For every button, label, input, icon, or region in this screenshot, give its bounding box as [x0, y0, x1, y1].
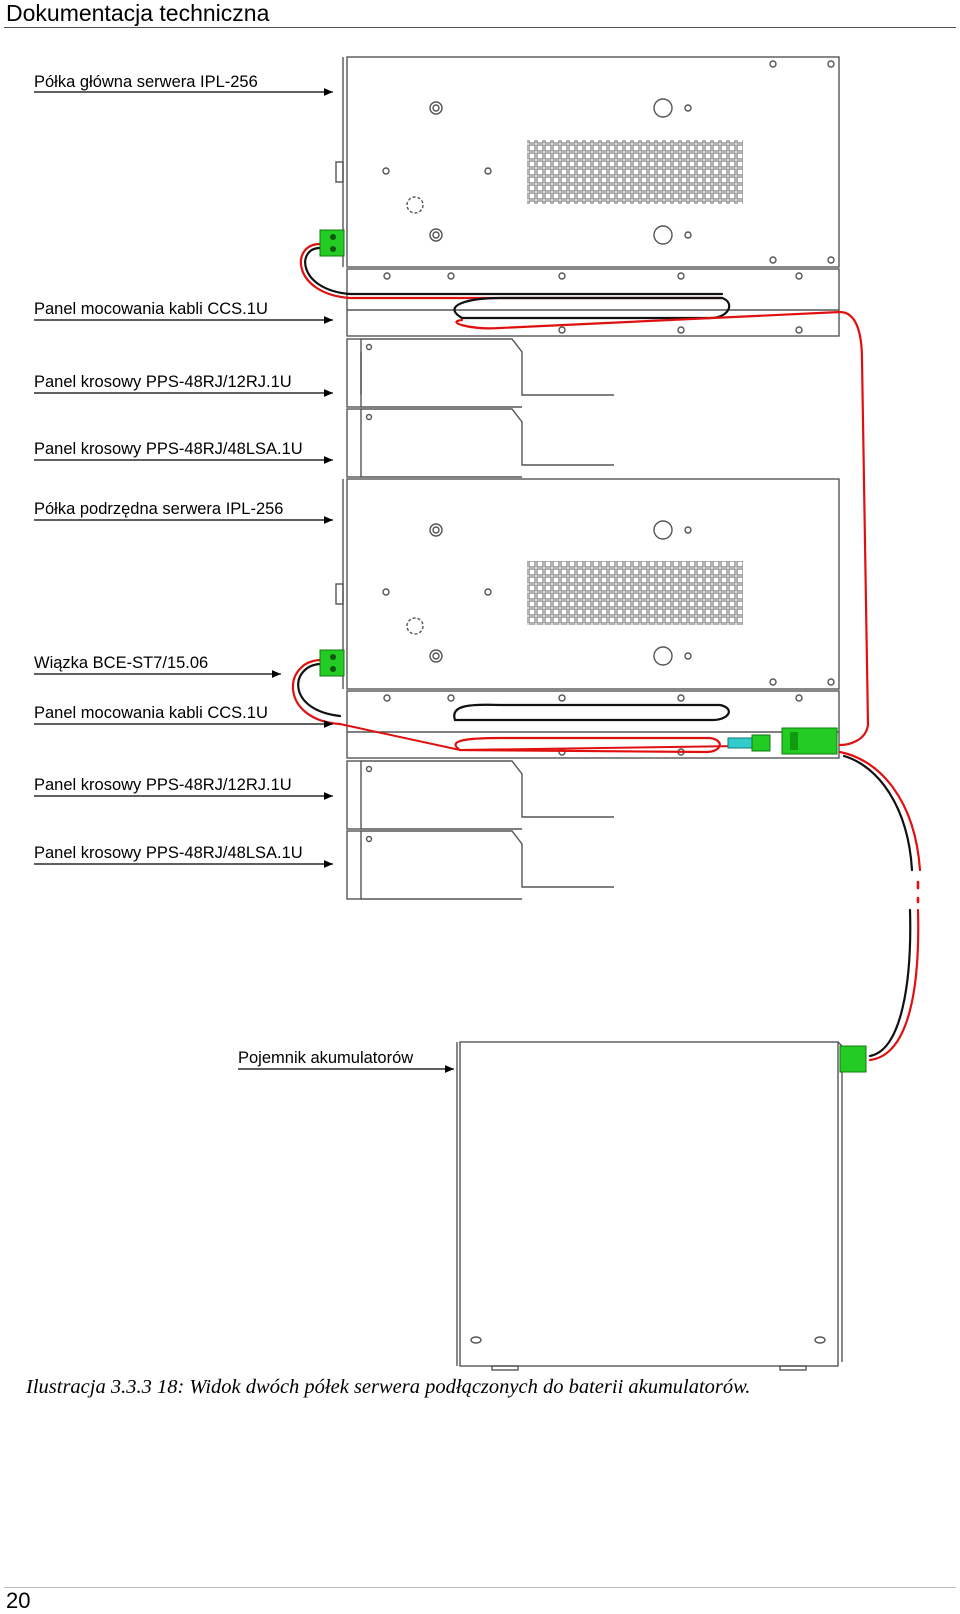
main-server-shelf [335, 56, 840, 268]
svg-text:Wiązka BCE-ST7/15.06: Wiązka BCE-ST7/15.06 [34, 654, 208, 672]
svg-text:Półka podrzędna serwera IPL-25: Półka podrzędna serwera IPL-256 [34, 500, 283, 518]
cable-mount-panel-1 [346, 268, 840, 337]
footer-rule [4, 1587, 956, 1588]
connector-inline-cyan [727, 734, 771, 752]
svg-text:Panel krosowy PPS-48RJ/12RJ.1U: Panel krosowy PPS-48RJ/12RJ.1U [34, 776, 292, 794]
svg-text:Pojemnik akumulatorów: Pojemnik akumulatorów [238, 1049, 413, 1067]
label-patch-12rj-2: Panel krosowy PPS-48RJ/12RJ.1U [34, 776, 333, 800]
svg-text:Panel krosowy PPS-48RJ/48LSA.1: Panel krosowy PPS-48RJ/48LSA.1U [34, 844, 303, 862]
connector-battery-green [839, 1045, 867, 1073]
connector-main-green [781, 727, 838, 755]
figure-caption: Ilustracja 3.3.3 18: Widok dwóch półek s… [26, 1376, 751, 1398]
connector-top-green [319, 229, 345, 257]
battery-container [456, 1041, 843, 1371]
sub-server-shelf [335, 478, 840, 690]
svg-text:Panel krosowy PPS-48RJ/48LSA.1: Panel krosowy PPS-48RJ/48LSA.1U [34, 440, 303, 458]
connector-sub-green [319, 649, 345, 677]
patch-panel-48lsa-1 [346, 408, 614, 478]
page-header-title: Dokumentacja techniczna [6, 0, 270, 26]
label-cable-panel-2: Panel mocowania kabli CCS.1U [34, 704, 333, 728]
label-patch-12rj-1: Panel krosowy PPS-48RJ/12RJ.1U [34, 373, 333, 397]
patch-panel-12rj-1 [346, 338, 614, 408]
page-number: 20 [6, 1588, 31, 1613]
svg-text:Panel mocowania kabli CCS.1U: Panel mocowania kabli CCS.1U [34, 300, 268, 318]
svg-text:Panel mocowania kabli CCS.1U: Panel mocowania kabli CCS.1U [34, 704, 268, 722]
patch-panel-12rj-2 [346, 760, 614, 830]
header-rule [4, 27, 956, 28]
label-patch-48lsa-2: Panel krosowy PPS-48RJ/48LSA.1U [34, 844, 333, 868]
label-battery: Pojemnik akumulatorów [238, 1049, 454, 1073]
patch-panel-48lsa-2 [346, 830, 614, 900]
label-harness: Wiązka BCE-ST7/15.06 [34, 654, 281, 678]
label-cable-panel-1: Panel mocowania kabli CCS.1U [34, 300, 333, 324]
svg-text:Panel krosowy PPS-48RJ/12RJ.1U: Panel krosowy PPS-48RJ/12RJ.1U [34, 373, 292, 391]
svg-text:Półka główna serwera IPL-256: Półka główna serwera IPL-256 [34, 73, 258, 91]
label-sub-shelf: Półka podrzędna serwera IPL-256 [34, 500, 333, 524]
label-main-shelf: Półka główna serwera IPL-256 [34, 73, 333, 96]
cable-harness [291, 242, 922, 1062]
label-patch-48lsa-1: Panel krosowy PPS-48RJ/48LSA.1U [34, 440, 333, 464]
